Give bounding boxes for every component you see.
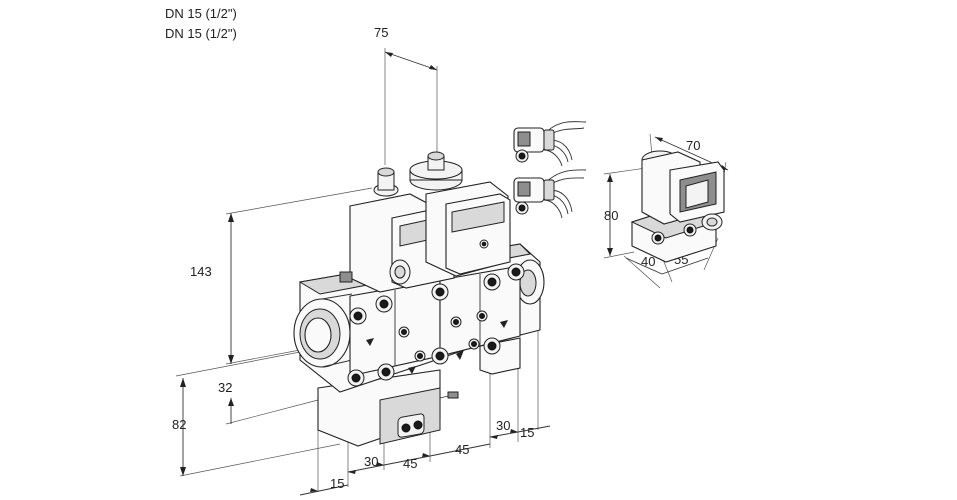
header-line-2: DN 15 (1/2") [165, 26, 237, 41]
connector-upper [513, 121, 587, 167]
valve-assembly [293, 151, 545, 447]
dim-15-right: 15 [520, 425, 534, 440]
coil-detail: 70 80 40 55 [603, 133, 729, 289]
dim-30-right: 30 [496, 418, 510, 433]
dim-15-left: 15 [330, 476, 344, 491]
dim-143: 143 [190, 264, 212, 279]
dim-45-a: 45 [403, 456, 417, 471]
dim-82: 82 [172, 417, 186, 432]
screws [347, 263, 525, 387]
header-line-1: DN 15 (1/2") [165, 6, 237, 21]
dim-45-b: 45 [455, 442, 469, 457]
dim-75: 75 [374, 25, 388, 40]
dim-80: 80 [604, 208, 618, 223]
dim-70: 70 [686, 138, 700, 153]
connector-lower [513, 169, 587, 219]
valve-knobs [373, 151, 463, 197]
dim-30-left: 30 [364, 454, 378, 469]
dimension-lines [175, 48, 551, 496]
dim-32: 32 [218, 380, 232, 395]
dimension-labels: 75 143 32 82 15 30 45 45 30 15 [172, 25, 534, 491]
dim-40: 40 [641, 254, 655, 269]
cable-connectors [513, 121, 587, 219]
